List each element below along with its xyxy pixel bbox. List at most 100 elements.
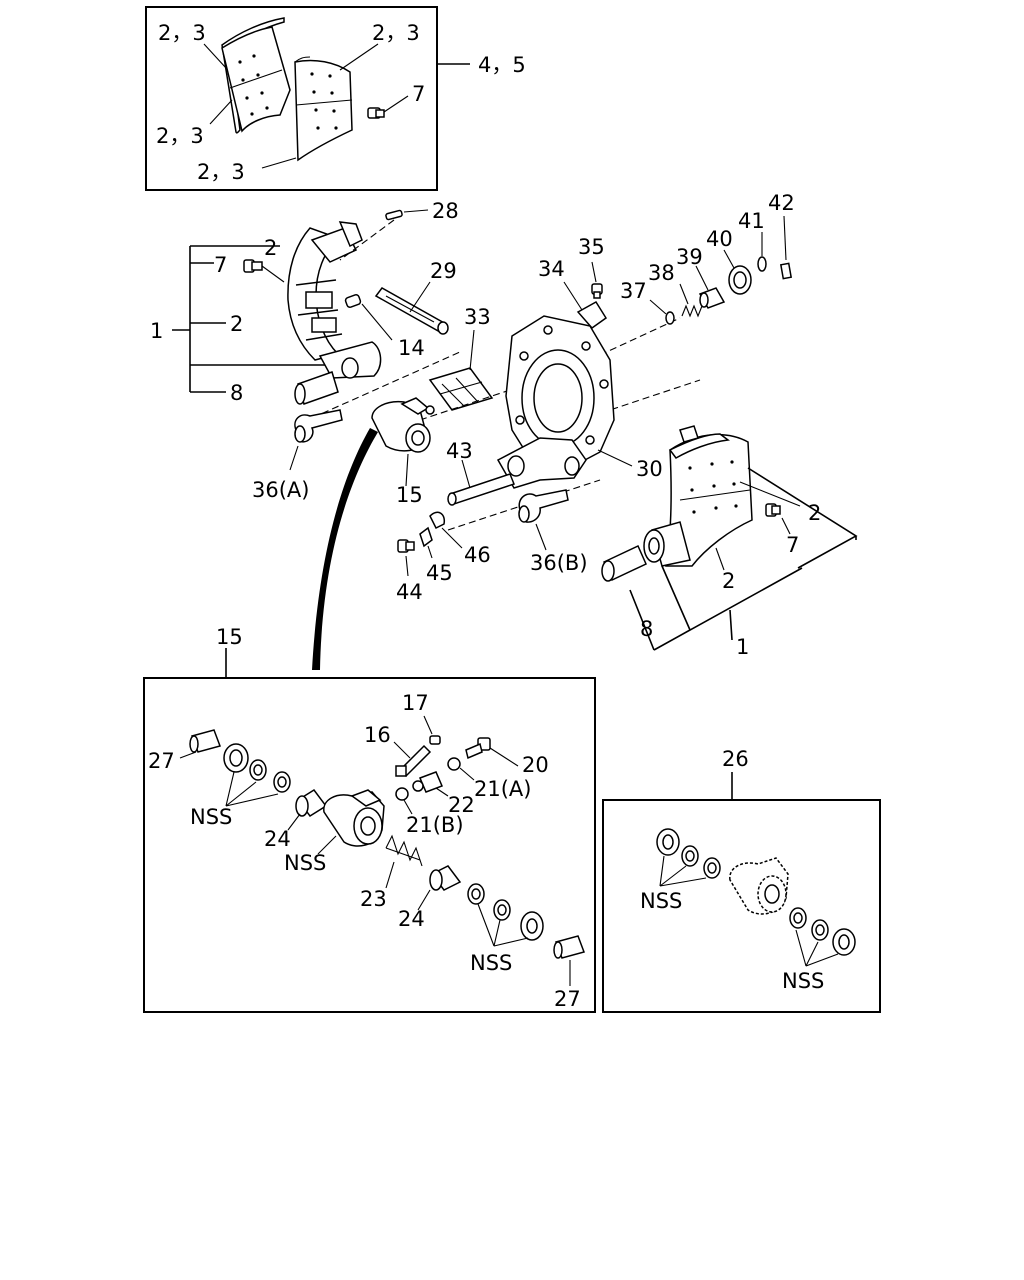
leader-15-main xyxy=(405,453,409,487)
bleeder-cap xyxy=(429,735,441,745)
kit-seal-right xyxy=(811,919,829,941)
callout-nss-left: NSS xyxy=(190,805,232,829)
leader-39 xyxy=(695,265,709,291)
callout-1-left: 1 xyxy=(150,319,163,343)
anchor-pin xyxy=(374,287,449,335)
callout-36a: 36(A) xyxy=(252,478,309,502)
leader-42 xyxy=(783,215,787,261)
callout-42: 42 xyxy=(768,191,795,215)
boot-right xyxy=(520,911,544,941)
callout-2-a: 2 xyxy=(264,236,277,260)
callout-lining-tr: 2，3 xyxy=(372,21,420,45)
leader-2-lower xyxy=(715,547,725,571)
leader-screw xyxy=(383,95,409,113)
leader-kit-nss-right xyxy=(795,929,839,967)
lining-rivet-screw xyxy=(367,107,385,119)
leader-2-right xyxy=(739,481,801,507)
leader-22 xyxy=(435,787,449,797)
callout-27-top: 27 xyxy=(148,749,175,773)
brake-shoe-left xyxy=(287,221,382,379)
leader-23 xyxy=(385,861,395,889)
callout-40: 40 xyxy=(706,227,733,251)
inset-26-title: 26 xyxy=(722,747,749,771)
leader-20 xyxy=(489,747,519,767)
leader-45 xyxy=(427,545,433,559)
leader-kit-nss-left xyxy=(659,855,707,887)
leader-35 xyxy=(591,261,597,283)
leader-lining-tr xyxy=(339,43,379,71)
callout-22: 22 xyxy=(448,793,475,817)
lining-left xyxy=(221,17,291,134)
leader-30 xyxy=(597,449,633,467)
backing-plate xyxy=(496,315,615,489)
dash-axis-3 xyxy=(599,317,681,356)
shoe-hold-pin xyxy=(385,209,403,221)
callout-37: 37 xyxy=(620,279,647,303)
callout-24-right: 24 xyxy=(398,907,425,931)
bushing-right xyxy=(601,544,647,582)
callout-lining-set: 4，5 xyxy=(478,53,526,77)
leader-36b xyxy=(535,523,547,551)
callout-2-lower: 2 xyxy=(722,569,735,593)
adjuster-spring xyxy=(681,304,703,318)
callout-8-right: 8 xyxy=(640,617,653,641)
lining-right xyxy=(294,56,353,162)
leader-37 xyxy=(649,299,667,315)
callout-44: 44 xyxy=(396,580,423,604)
kit-cup-left xyxy=(703,857,721,879)
return-spring xyxy=(385,834,423,867)
callout-nss-mid: NSS xyxy=(284,851,326,875)
camshaft-a xyxy=(294,409,343,443)
brake-shoe-right xyxy=(643,425,753,567)
callout-45: 45 xyxy=(426,561,453,585)
callout-lining-ml: 2，3 xyxy=(156,124,204,148)
cap-washer xyxy=(757,256,767,272)
hose-connector xyxy=(412,771,443,793)
callout-nss-bottom: NSS xyxy=(470,951,512,975)
leader-lining-bl xyxy=(261,157,297,169)
leader-27-top xyxy=(179,751,197,759)
washer-21b xyxy=(395,787,409,801)
adjuster-sleeve xyxy=(698,287,726,309)
camshaft-b xyxy=(518,489,569,523)
callout-2-right: 2 xyxy=(808,501,821,525)
leader-33 xyxy=(469,329,475,371)
bracket-left-shoe-group xyxy=(172,245,340,393)
kit-seal-left xyxy=(681,845,699,867)
callout-30: 30 xyxy=(636,457,663,481)
callout-lining-tl: 2，3 xyxy=(158,21,206,45)
inset-15-frame xyxy=(143,677,596,1013)
callout-21a: 21(A) xyxy=(474,777,531,801)
callout-8-left: 8 xyxy=(230,381,243,405)
callout-38: 38 xyxy=(648,261,675,285)
seal-left xyxy=(249,759,267,781)
callout-46: 46 xyxy=(464,543,491,567)
callout-lining-screw: 7 xyxy=(412,82,425,106)
inset-26-frame xyxy=(602,799,881,1013)
pushrod-bottom xyxy=(553,935,585,959)
callout-7-left: 7 xyxy=(214,253,227,277)
leader-16 xyxy=(393,741,411,759)
callout-15-main: 15 xyxy=(396,483,423,507)
callout-36b: 36(B) xyxy=(530,551,588,575)
callout-43: 43 xyxy=(446,439,473,463)
bracket-right-shoe-group xyxy=(629,467,858,651)
bleeder-screw xyxy=(395,744,432,778)
callout-35: 35 xyxy=(578,235,605,259)
callout-kit-nss-right: NSS xyxy=(782,969,824,993)
leader-nss-left xyxy=(225,771,279,807)
cup-right xyxy=(467,883,485,905)
washer-21a xyxy=(447,757,461,771)
callout-20: 20 xyxy=(522,753,549,777)
callout-2-b: 2 xyxy=(230,312,243,336)
leader-29 xyxy=(409,281,431,313)
bushing-left xyxy=(294,371,339,405)
piston-left xyxy=(295,788,328,818)
leader-21b xyxy=(403,799,413,815)
inset-brake-linings: 2，3 2，3 2，3 2，3 7 4，5 xyxy=(145,6,526,191)
callout-39: 39 xyxy=(676,245,703,269)
callout-14: 14 xyxy=(398,336,425,360)
dash-axis-1 xyxy=(311,351,461,419)
leader-40 xyxy=(723,249,735,269)
